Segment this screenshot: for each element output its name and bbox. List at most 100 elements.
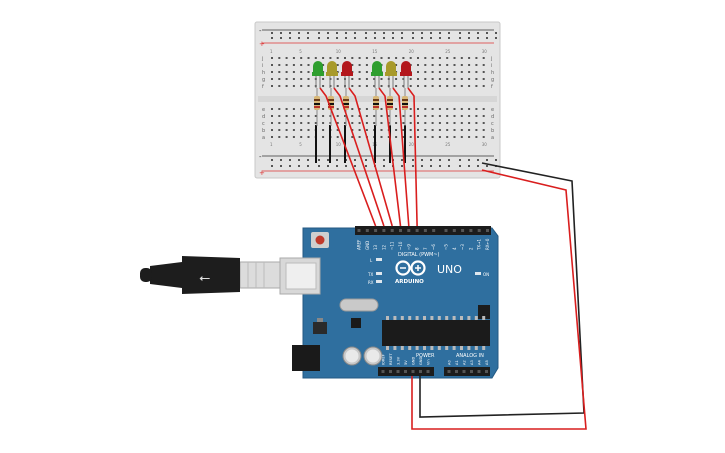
breadboard-hole [365, 108, 368, 110]
row-letter: f [491, 84, 493, 90]
header-pin [461, 229, 465, 232]
header-pin [390, 229, 394, 232]
small-chip [351, 318, 361, 328]
resistor-band [373, 106, 379, 108]
digital-pin-label: 12 [381, 244, 386, 250]
brand-label: ARDUINO [395, 279, 424, 285]
breadboard-hole [438, 85, 441, 87]
breadboard-hole [446, 71, 449, 73]
breadboard-hole [468, 64, 471, 66]
header-pin [486, 229, 489, 232]
breadboard-hole [387, 57, 390, 59]
breadboard-hole [417, 85, 419, 87]
rail-hole [327, 37, 329, 39]
mcu-pin [400, 316, 404, 320]
breadboard-hole [395, 122, 398, 124]
rail-hole [336, 32, 338, 34]
rail-hole [448, 165, 450, 167]
rail-hole [280, 37, 282, 39]
breadboard-hole [402, 129, 405, 131]
rail-hole [289, 159, 291, 161]
rail-hole [486, 159, 488, 161]
mcu-pin [393, 316, 397, 320]
mcu-pin [437, 346, 441, 350]
breadboard-hole [329, 57, 332, 59]
rail-hole [439, 159, 441, 161]
breadboard-hole [380, 129, 383, 131]
rail-hole [298, 32, 300, 34]
breadboard-hole [344, 115, 346, 117]
led-l-indicator [376, 258, 382, 261]
header-pin [462, 370, 466, 373]
breadboard-hole [380, 78, 383, 80]
breadboard-hole [431, 136, 434, 138]
header-pin [470, 370, 473, 373]
reset-button-cap [315, 235, 325, 245]
breadboard-hole [424, 78, 427, 80]
rail-hole [477, 37, 479, 39]
row-letter: h [262, 70, 265, 76]
resistor-band [343, 99, 349, 101]
breadboard-hole [438, 122, 441, 124]
digital-header [355, 226, 491, 235]
breadboard-hole [395, 108, 398, 110]
breadboard-hole [431, 115, 434, 117]
rail-hole [412, 165, 414, 167]
breadboard-hole [482, 85, 485, 87]
breadboard-hole [285, 108, 288, 110]
breadboard-hole [402, 78, 405, 80]
breadboard-hole [358, 64, 361, 66]
rail-hole [495, 32, 497, 34]
breadboard-hole [271, 78, 273, 80]
breadboard-hole [322, 136, 325, 138]
breadboard-hole [292, 85, 295, 87]
breadboard-hole [292, 64, 295, 66]
rail-hole [336, 37, 338, 39]
breadboard-hole [278, 136, 281, 138]
rail-hole [477, 159, 479, 161]
breadboard-hole [475, 64, 478, 66]
mcu-pin [452, 346, 456, 350]
breadboard-hole [307, 64, 310, 66]
breadboard-hole [475, 122, 478, 124]
column-number: 30 [482, 142, 488, 147]
power-pin-label: RESET [389, 353, 393, 365]
header-pin [382, 229, 386, 232]
led-rim [341, 72, 353, 76]
breadboard-hole [468, 136, 471, 138]
rail-hole [477, 165, 479, 167]
breadboard-hole [395, 129, 398, 131]
rail-hole [439, 37, 441, 39]
breadboard-hole [292, 71, 295, 73]
breadboard-hole [468, 71, 471, 73]
digital-pin-label: RX←0 [485, 238, 490, 250]
breadboard-hole [271, 57, 273, 59]
rail-hole [468, 32, 470, 34]
resistor-1 [314, 88, 320, 126]
breadboard-hole [322, 64, 325, 66]
rail-hole [412, 159, 414, 161]
digital-pin-label: GND [365, 241, 370, 250]
breadboard-hole [475, 71, 478, 73]
power-pin-label: GND [419, 357, 423, 365]
breadboard-hole [344, 57, 346, 59]
breadboard-hole [300, 129, 303, 131]
header-pin [399, 229, 402, 232]
rail-hole [468, 165, 470, 167]
breadboard-hole [475, 85, 478, 87]
rail-hole [271, 37, 273, 39]
rail-hole [354, 32, 356, 34]
breadboard-hole [460, 78, 463, 80]
breadboard-hole [278, 78, 281, 80]
resistor-5 [387, 88, 393, 126]
rail-hole [401, 159, 403, 161]
breadboard-hole [307, 85, 310, 87]
breadboard-hole [307, 71, 310, 73]
column-number: 20 [409, 142, 415, 147]
breadboard-hole [446, 85, 449, 87]
breadboard-row-letters: jjiihhggffeeddccbbaa11551010151520202525… [261, 49, 494, 147]
breadboard-hole [460, 71, 463, 73]
header-pin [411, 370, 415, 373]
row-letter: g [491, 77, 494, 83]
